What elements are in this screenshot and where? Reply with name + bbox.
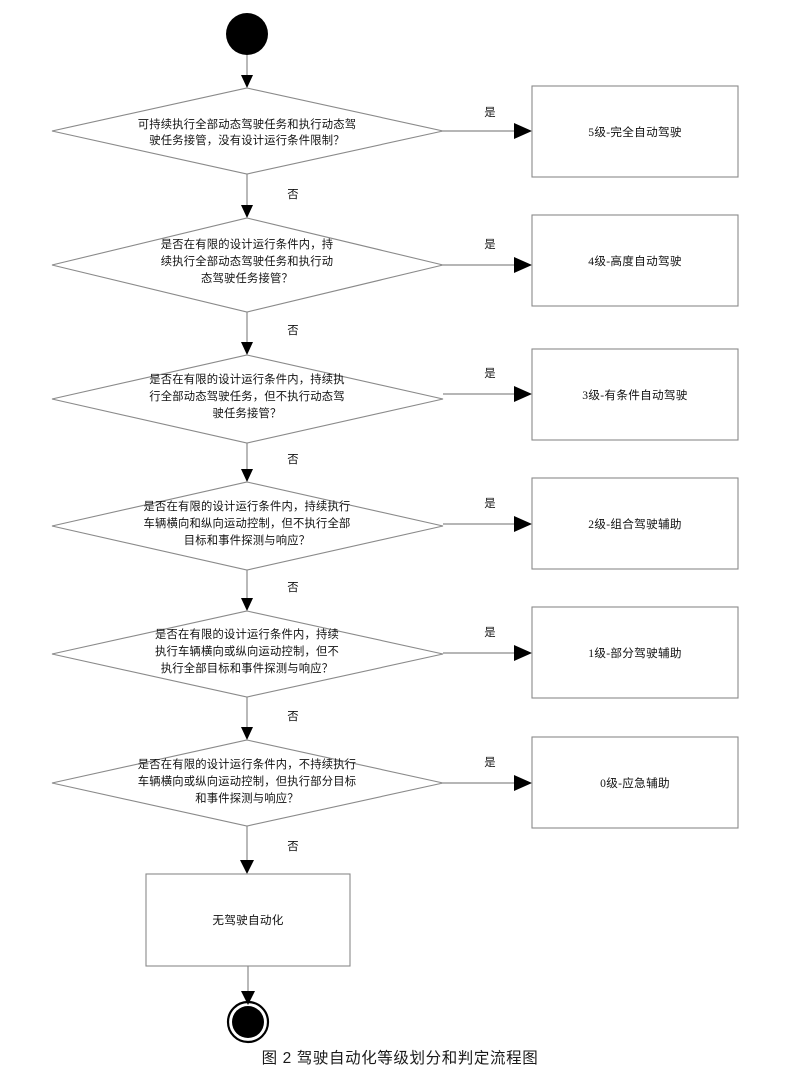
result-box-4-label: 2级-组合驾驶辅助 bbox=[588, 517, 682, 531]
final-box-label: 无驾驶自动化 bbox=[212, 913, 283, 927]
decision-2[interactable]: 是否在有限的设计运行条件内，持 续执行全部动态驾驶任务和执行动 态驾驶任务接管？ bbox=[51, 217, 444, 313]
edge-label-yes-4: 是 bbox=[484, 497, 495, 510]
start-node bbox=[226, 13, 268, 55]
result-box-3[interactable]: 3级-有条件自动驾驶 bbox=[531, 348, 739, 441]
result-box-1[interactable]: 5级-完全自动驾驶 bbox=[531, 85, 739, 178]
edge-label-no-2: 否 bbox=[287, 325, 298, 337]
decision-5[interactable]: 是否在有限的设计运行条件内，持续 执行车辆横向或纵向运动控制，但不 执行全部目标… bbox=[51, 610, 444, 698]
decision-2-line-1: 是否在有限的设计运行条件内，持 bbox=[161, 237, 333, 251]
result-box-3-label: 3级-有条件自动驾驶 bbox=[582, 388, 688, 402]
edge-label-yes-1: 是 bbox=[484, 106, 495, 119]
result-box-1-label: 5级-完全自动驾驶 bbox=[588, 125, 682, 139]
decision-4-line-3: 目标和事件探测与响应？ bbox=[184, 533, 310, 547]
decision-3[interactable]: 是否在有限的设计运行条件内，持续执 行全部动态驾驶任务，但不执行动态驾 驶任务接… bbox=[51, 354, 444, 444]
decision-3-line-1: 是否在有限的设计运行条件内，持续执 bbox=[149, 372, 344, 386]
connector-decision-4-no: 否 bbox=[241, 570, 299, 611]
result-box-2-label: 4级-高度自动驾驶 bbox=[588, 254, 682, 268]
decision-3-line-3: 驶任务接管？ bbox=[213, 406, 282, 420]
decision-5-line-3: 执行全部目标和事件探测与响应？ bbox=[161, 661, 333, 675]
decision-6-line-3: 和事件探测与响应？ bbox=[195, 791, 298, 805]
decision-6-line-2: 车辆横向或纵向运动控制，但执行部分目标 bbox=[138, 774, 356, 788]
decision-4-line-2: 车辆横向和纵向运动控制，但不执行全部 bbox=[144, 516, 351, 530]
edge-label-no-3: 否 bbox=[287, 454, 298, 466]
connector-start-to-decision-1 bbox=[241, 55, 253, 88]
edge-label-yes-3: 是 bbox=[484, 367, 495, 380]
connector-final-to-end bbox=[241, 966, 255, 1005]
connector-decision-2-yes: 是 bbox=[443, 238, 532, 273]
result-box-5-label: 1级-部分驾驶辅助 bbox=[588, 646, 682, 660]
figure-caption: 图 2 驾驶自动化等级划分和判定流程图 bbox=[261, 1050, 539, 1067]
decision-3-line-2: 行全部动态驾驶任务，但不执行动态驾 bbox=[149, 389, 344, 403]
decision-5-line-1: 是否在有限的设计运行条件内，持续 bbox=[155, 627, 339, 641]
connector-decision-4-yes: 是 bbox=[443, 497, 532, 532]
connector-decision-1-yes: 是 bbox=[443, 106, 532, 139]
edge-label-no-5: 否 bbox=[287, 711, 298, 723]
decision-6-line-1: 是否在有限的设计运行条件内，不持续执行 bbox=[138, 757, 356, 771]
end-node bbox=[226, 1000, 270, 1044]
final-process-box[interactable]: 无驾驶自动化 bbox=[145, 873, 351, 967]
connector-decision-1-no: 否 bbox=[241, 174, 299, 218]
result-box-4[interactable]: 2级-组合驾驶辅助 bbox=[531, 477, 739, 570]
decision-1[interactable]: 可持续执行全部动态驾驶任务和执行动态驾 驶任务接管，没有设计运行条件限制？ bbox=[51, 87, 444, 175]
decision-2-line-3: 态驾驶任务接管？ bbox=[201, 271, 293, 285]
result-box-6[interactable]: 0级-应急辅助 bbox=[531, 736, 739, 829]
connector-decision-6-no: 否 bbox=[240, 826, 299, 874]
decision-5-line-2: 执行车辆横向或纵向运动控制，但不 bbox=[155, 644, 339, 658]
decision-2-line-2: 续执行全部动态驾驶任务和执行动 bbox=[161, 254, 333, 268]
decision-1-line-1: 可持续执行全部动态驾驶任务和执行动态驾 bbox=[138, 117, 356, 131]
result-box-2[interactable]: 4级-高度自动驾驶 bbox=[531, 214, 739, 307]
decision-1-line-2: 驶任务接管，没有设计运行条件限制？ bbox=[149, 133, 344, 147]
connector-decision-3-no: 否 bbox=[241, 443, 299, 482]
edge-label-no-4: 否 bbox=[287, 582, 298, 594]
decision-4[interactable]: 是否在有限的设计运行条件内，持续执行 车辆横向和纵向运动控制，但不执行全部 目标… bbox=[51, 481, 444, 571]
edge-label-yes-2: 是 bbox=[484, 238, 495, 251]
edge-label-no-1: 否 bbox=[287, 189, 298, 201]
connector-decision-2-no: 否 bbox=[241, 312, 299, 355]
edge-label-yes-6: 是 bbox=[484, 756, 495, 769]
result-box-6-label: 0级-应急辅助 bbox=[600, 776, 670, 790]
decision-6[interactable]: 是否在有限的设计运行条件内，不持续执行 车辆横向或纵向运动控制，但执行部分目标 … bbox=[51, 739, 444, 827]
result-box-5[interactable]: 1级-部分驾驶辅助 bbox=[531, 606, 739, 699]
decision-4-line-1: 是否在有限的设计运行条件内，持续执行 bbox=[144, 499, 351, 513]
connector-decision-5-yes: 是 bbox=[443, 626, 532, 661]
connector-decision-6-yes: 是 bbox=[443, 756, 532, 791]
edge-label-yes-5: 是 bbox=[484, 626, 495, 639]
connector-decision-5-no: 否 bbox=[241, 697, 299, 740]
edge-label-no-6: 否 bbox=[287, 841, 298, 853]
connector-decision-3-yes: 是 bbox=[443, 367, 532, 402]
